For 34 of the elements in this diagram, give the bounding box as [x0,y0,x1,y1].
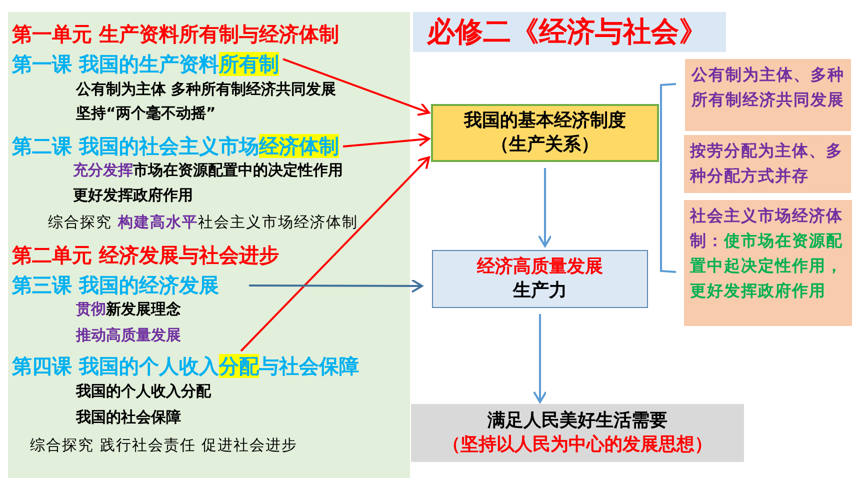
unit-heading: 第二单元 经济发展与社会进步 [12,242,279,269]
arrow [533,314,547,403]
process-box [431,104,659,162]
unit-heading: 第一单元 生产资料所有制与经济体制 [12,21,339,48]
arrow [342,132,430,148]
panel-background [8,12,410,478]
lesson-heading: 第三课 我国的经济发展 [12,272,219,299]
result-box [411,404,744,462]
title-box [413,12,726,52]
arrow [538,168,552,247]
box-subtitle: 生产力 [513,279,567,303]
note-box: 按劳分配为主体、多种分配方式并存 [684,135,851,193]
box-subtitle: （生产关系） [491,133,599,157]
arrow [248,278,423,293]
box-subtitle: （坚持以人民为中心的发展思想） [442,433,712,457]
topic-text: 我国的社会保障 [76,408,181,427]
topic-text: 推动高质量发展 [76,326,181,345]
note-box: 社会主义市场经济体制：使市场在资源配置中起决定性作用，更好发挥政府作用 [684,200,852,326]
box-heading: 必修二《经济与社会》 [427,14,707,50]
arrow [240,156,430,352]
topic-text: 更好发挥政府作用 [73,186,193,205]
topic-text: 贯彻新发展理念 [76,300,181,319]
box-heading: 经济高质量发展 [477,254,603,279]
process-box [432,250,648,308]
box-heading: 满足人民美好生活需要 [488,408,668,433]
topic-text: 我国的个人收入分配 [76,382,211,401]
inquiry-text: 综合探究 践行社会责任 促进社会进步 [30,436,298,455]
arrow [282,58,430,116]
topic-text: 公有制为主体 多种所有制经济共同发展 [76,80,336,99]
inquiry-text: 综合探究 构建高水平社会主义市场经济体制 [48,213,358,232]
topic-text: 充分发挥市场在资源配置中的决定性作用 [73,161,343,180]
topic-text: 坚持“两个毫不动摇” [76,104,216,123]
box-heading: 我国的基本经济制度 [464,108,626,133]
note-box: 公有制为主体、多种所有制经济共同发展 [685,59,851,131]
